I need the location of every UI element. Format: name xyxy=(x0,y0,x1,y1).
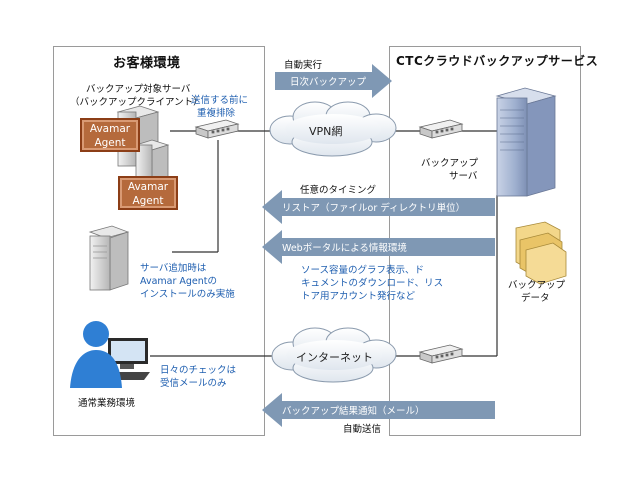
daily-check-note-1: 日々のチェックは xyxy=(160,365,237,376)
portal-arrow-label: Webポータルによる情報環境 xyxy=(282,243,407,254)
vpn-label: VPN網 xyxy=(309,125,343,138)
internet-label: インターネット xyxy=(296,351,373,364)
backup-target-label-1: バックアップ対象サーバ xyxy=(86,84,191,95)
restore-arrow-label: リストア（ファイルor ディレクトリ単位） xyxy=(282,203,466,214)
portal-desc-1: ソース容量のグラフ表示、ド xyxy=(301,265,425,276)
avamar-agent-badge: Avamar Agent xyxy=(80,118,140,152)
vpn-cloud xyxy=(269,101,397,157)
dedup-note-1: 送信する前に xyxy=(191,95,249,106)
daily-backup-caption: 自動実行 xyxy=(284,60,323,71)
added-server-icon xyxy=(88,225,130,291)
server-add-note-3: インストールのみ実施 xyxy=(140,289,235,300)
avamar-agent-badge: Avamar Agent xyxy=(118,176,178,210)
switch-icon xyxy=(418,119,464,139)
server-add-note-1: サーバ追加時は xyxy=(140,263,207,274)
notify-caption: 自動送信 xyxy=(343,424,382,435)
restore-arrow xyxy=(262,190,495,224)
switch-icon xyxy=(418,344,464,364)
ctc-cloud-title: CTCクラウドバックアップサービス xyxy=(396,54,599,68)
internet-cloud xyxy=(271,327,397,383)
office-user-icon xyxy=(70,321,150,388)
portal-arrow xyxy=(262,230,495,264)
backup-target-label-2: （バックアップクライアント） xyxy=(70,97,203,108)
customer-environment-title: お客様環境 xyxy=(113,56,181,71)
avamar-agent-label: Avamar Agent xyxy=(127,181,169,207)
portal-desc-2: キュメントのダウンロード、リス xyxy=(301,278,444,289)
notify-arrow-label: バックアップ結果通知（メール） xyxy=(282,406,425,417)
avamar-agent-label: Avamar Agent xyxy=(89,123,131,149)
switch-icon xyxy=(194,119,240,139)
folder-icon xyxy=(515,221,567,285)
server-add-note-2: Avamar Agentの xyxy=(140,276,218,287)
restore-caption: 任意のタイミング xyxy=(300,185,377,196)
daily-backup-arrow xyxy=(275,64,392,98)
backup-data-label-1: バックアップ xyxy=(508,280,566,291)
daily-backup-arrow-label: 日次バックアップ xyxy=(290,77,367,88)
notify-arrow xyxy=(262,393,495,427)
portal-desc-3: トア用アカウント発行など xyxy=(301,291,416,302)
backup-data-label-2: データ xyxy=(521,293,550,304)
backup-server-rack-icon xyxy=(495,87,557,197)
backup-server-label-1: バックアップ xyxy=(421,158,479,169)
dedup-note-2: 重複排除 xyxy=(197,108,236,119)
daily-check-note-2: 受信メールのみ xyxy=(160,378,227,389)
backup-server-label-2: サーバ xyxy=(449,171,478,182)
office-label: 通常業務環境 xyxy=(78,398,136,409)
